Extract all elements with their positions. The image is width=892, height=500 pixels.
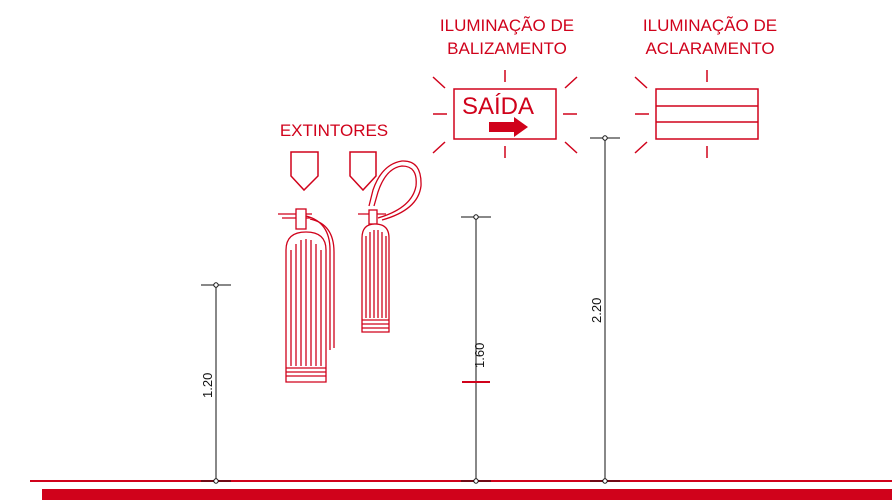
extinguisher-marker-1-icon bbox=[290, 151, 319, 192]
dimension-label-aclaramento: 2.20 bbox=[589, 298, 604, 323]
exit-sign-icon bbox=[432, 70, 578, 158]
fire-extinguisher-small-icon bbox=[358, 160, 422, 333]
balizamento-title-line2: BALIZAMENTO bbox=[447, 39, 567, 58]
extintores-label: EXTINTORES bbox=[280, 121, 388, 140]
dimension-label-balizamento: 1.60 bbox=[472, 343, 487, 368]
emergency-light-icon bbox=[634, 70, 759, 158]
floor-slab bbox=[42, 489, 892, 500]
dimension-extintor bbox=[201, 282, 231, 484]
extinguisher-marker-2-icon bbox=[349, 151, 377, 192]
aclaramento-title-line2: ACLARAMENTO bbox=[645, 39, 774, 58]
dimension-label-extintor: 1.20 bbox=[200, 373, 215, 398]
balizamento-title-line1: ILUMINAÇÃO DE bbox=[440, 16, 574, 35]
aclaramento-title-line1: ILUMINAÇÃO DE bbox=[643, 16, 777, 35]
dimension-balizamento bbox=[461, 214, 491, 484]
dimension-aclaramento bbox=[590, 135, 620, 484]
fire-extinguisher-large-icon bbox=[278, 208, 335, 383]
exit-sign-text: SAÍDA bbox=[462, 93, 534, 120]
